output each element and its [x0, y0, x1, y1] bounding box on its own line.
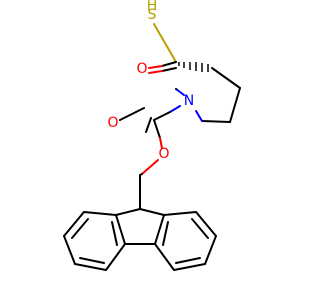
bond-rb-d1	[191, 218, 209, 239]
bond-c-o-1	[161, 61, 177, 67]
bond-rb-1	[163, 211, 197, 216]
bond-f5-3	[115, 214, 126, 245]
bond-c-o-2	[161, 67, 177, 72]
bond-o-ch2	[141, 159, 159, 175]
bond-ring-5	[175, 88, 185, 96]
bond-n-c-b	[153, 111, 171, 121]
bond-lb-d3	[111, 221, 118, 246]
bond-c-o-1b	[148, 65, 163, 69]
bond-co-1	[145, 117, 152, 133]
bond-f5-1	[115, 208, 141, 216]
bond-rb-d2	[175, 257, 201, 264]
bond-rb-d3	[162, 221, 169, 246]
bond-lb-1	[83, 211, 117, 216]
bond-co-2	[119, 107, 145, 121]
molecule-drawing: S H O N O O	[63, 0, 241, 271]
bond-rb-5	[154, 243, 175, 271]
bond-f5-4	[154, 214, 165, 245]
structure-canvas: S H O N O O	[63, 0, 241, 271]
bond-c-oester-b	[159, 137, 163, 149]
bond-rb-3	[204, 235, 217, 265]
bond-lb-d2	[79, 257, 105, 264]
bond-c-o-2b	[148, 70, 163, 74]
bond-ring-1	[211, 67, 241, 89]
atom-thio-oxygen: O	[136, 61, 147, 77]
bond-c-s	[153, 23, 177, 63]
bond-rb-2	[195, 211, 217, 237]
bond-f5-2	[139, 208, 165, 216]
bond-lb-2	[63, 211, 85, 237]
atom-ester-oxygen: O	[158, 146, 169, 162]
bond-ring-2	[229, 87, 241, 123]
bond-lb-d1	[71, 218, 89, 239]
bond-n-c	[169, 105, 181, 113]
bond-ring-4	[195, 110, 203, 122]
atom-sulfur: S	[148, 7, 157, 23]
bonds	[63, 23, 241, 271]
atom-nitrogen: N	[184, 93, 194, 109]
atom-sulfur-hydrogen: H	[147, 0, 158, 14]
bond-ring-3	[201, 120, 231, 123]
bond-rb-4	[173, 263, 206, 271]
bond-lb-5	[105, 243, 126, 271]
bond-lb-3	[63, 235, 76, 265]
bond-c-oester	[153, 119, 161, 139]
bond-lb-4	[74, 263, 107, 271]
stereo-hash-bond	[178, 62, 209, 72]
atom-carbamate-oxygen: O	[107, 115, 118, 131]
